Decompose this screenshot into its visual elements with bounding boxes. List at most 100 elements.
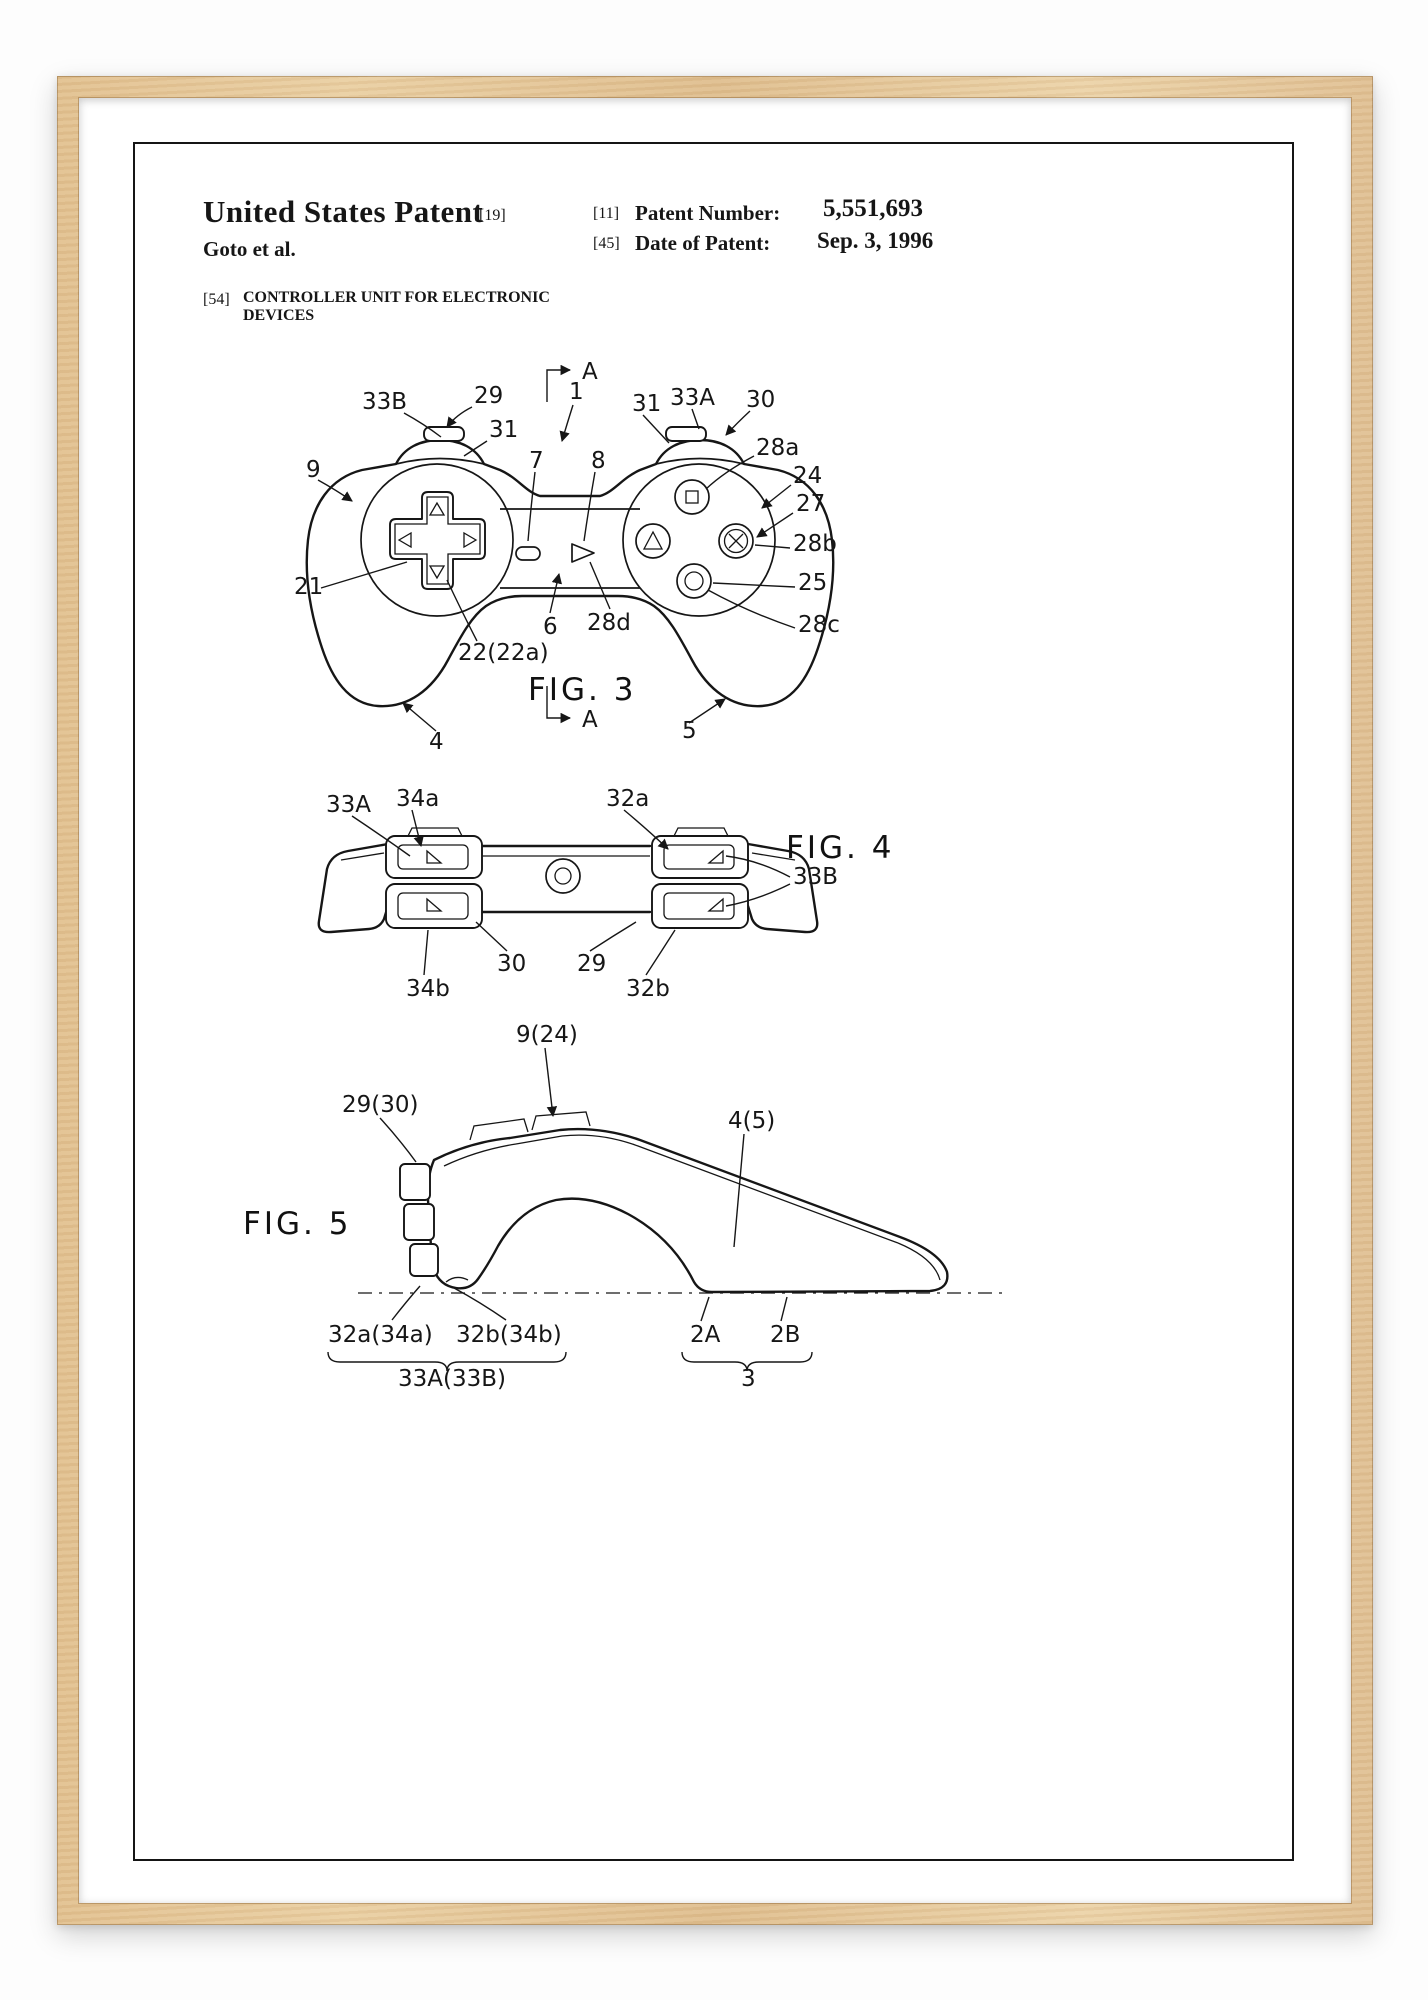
- leader-29-30: [379, 1117, 417, 1163]
- fig3-ref-8: 8: [591, 448, 606, 474]
- leader-28b: [754, 544, 791, 549]
- fig3-ref-25: 25: [798, 570, 827, 596]
- right-wing-seam: [751, 852, 796, 861]
- right-shoulder-seam: [655, 457, 745, 465]
- fig3-ref-31-left: 31: [489, 417, 518, 443]
- fig3-ref-27: 27: [796, 491, 825, 517]
- leader-31-left: [463, 440, 488, 457]
- underbrace-33A-33B: [327, 1351, 567, 1372]
- shoulder-button-R1: [651, 835, 749, 879]
- fig5-ref-32a-34a: 32a(34a): [328, 1322, 433, 1348]
- inventors: Goto et al.: [203, 237, 296, 261]
- leader-9-24: [544, 1047, 558, 1118]
- triangle-glyph: [642, 530, 664, 550]
- leader-33B: [403, 412, 442, 438]
- patent-number: 5,551,693: [823, 195, 923, 222]
- patent-date-label: Date of Patent:: [635, 231, 771, 255]
- leader-2B: [780, 1296, 788, 1322]
- fig3-ref-28b: 28b: [793, 531, 837, 557]
- L2-glyph: [426, 897, 443, 912]
- fig5-ref-9-24: 9(24): [516, 1022, 578, 1048]
- leader-32b-34b: [453, 1287, 507, 1321]
- fig5-leader-lines: [327, 1047, 813, 1372]
- cross-glyph-circle: [723, 528, 749, 554]
- patent-date: Sep. 3, 1996: [817, 228, 934, 253]
- fig3-ref-30: 30: [746, 387, 775, 413]
- bridge-outline: [480, 844, 652, 914]
- fig4-ref-30: 30: [497, 951, 526, 977]
- fig5-label: FIG. 5: [243, 1206, 351, 1242]
- kind-code: [19]: [479, 207, 506, 224]
- fig3-ref-31-right: 31: [632, 391, 661, 417]
- leader-22: [446, 579, 478, 642]
- fig3-ref-1: 1: [569, 379, 584, 405]
- fig3: A A 33B 29 31 9 1 7 8 31 33A 30: [294, 359, 840, 755]
- fig3-ref-33A: 33A: [670, 385, 715, 411]
- leader-30: [475, 921, 508, 952]
- dpad-ring: [360, 463, 514, 617]
- leader-33B-lower: [725, 883, 791, 907]
- shoulder-button-L1-cap: [397, 844, 469, 870]
- left-action-button: [635, 523, 671, 559]
- underbrace-3: [681, 1351, 813, 1372]
- fig4: 33A 34a 32a FIG. 4 33B 34b 30 29 32b: [317, 786, 894, 1002]
- side-top-button-1: [469, 1118, 529, 1141]
- left-wing-outline: [317, 842, 390, 934]
- left-shoulder-seam: [395, 457, 485, 465]
- fig3-ref-29: 29: [474, 383, 503, 409]
- fig5-labels: 9(24) 29(30) 4(5) FIG. 5 32a(34a) 32b(34…: [243, 1022, 800, 1392]
- R2-glyph: [707, 897, 724, 912]
- dpad-up-arrow: [428, 501, 446, 516]
- buttons-ring: [622, 463, 776, 617]
- left-top-lip: [407, 827, 463, 837]
- leader-34b: [423, 929, 429, 976]
- fig5-ref-4-5: 4(5): [728, 1108, 775, 1134]
- square-glyph: [685, 490, 699, 504]
- fig5-ref-29-30: 29(30): [342, 1092, 418, 1118]
- fig3-labels: A A 33B 29 31 9 1 7 8 31 33A 30: [294, 359, 840, 755]
- patent-page-border: United States Patent [19] Goto et al. [1…: [133, 142, 1294, 1861]
- fig5-ref-3: 3: [741, 1366, 756, 1392]
- fig4-ref-34b: 34b: [406, 976, 450, 1002]
- R1-glyph: [707, 849, 724, 864]
- right-action-button: [718, 523, 754, 559]
- select-button: [515, 546, 541, 561]
- leader-2A: [700, 1296, 710, 1322]
- fig5-ref-32b-34b: 32b(34b): [456, 1322, 562, 1348]
- bridge-hub-outer: [545, 858, 581, 894]
- fig3-ref-28a: 28a: [756, 435, 799, 461]
- fig3-leader-lines: [317, 404, 796, 732]
- leader-21: [320, 561, 408, 589]
- invention-title: CONTROLLER UNIT FOR ELECTRONIC DEVICES: [243, 289, 550, 324]
- bottom-action-button: [676, 563, 712, 599]
- side-inner-line: [443, 1134, 899, 1244]
- fig5-ref-2A: 2A: [690, 1322, 721, 1348]
- side-body-outline: [426, 1127, 949, 1294]
- controller-body-outline: [305, 438, 835, 708]
- dpad-left-arrow: [397, 531, 412, 549]
- shoulder-button-L2-cap: [397, 892, 469, 920]
- fig4-ref-29: 29: [577, 951, 606, 977]
- right-shoulder-tab: [665, 426, 707, 442]
- fig3-ref-21: 21: [294, 574, 323, 600]
- circle-glyph: [684, 571, 704, 591]
- fig4-ref-32b: 32b: [626, 976, 670, 1002]
- leader-33B-upper: [725, 855, 791, 878]
- section-line-top: [546, 364, 572, 402]
- leader-30: [725, 410, 751, 436]
- cross-glyph: [728, 533, 744, 549]
- leader-32a: [623, 809, 669, 850]
- leader-27: [756, 512, 794, 538]
- leader-6: [549, 572, 562, 614]
- patent-title: United States Patent: [203, 194, 484, 229]
- leader-28a: [705, 455, 755, 490]
- patent-drawing: A A 33B 29 31 9 1 7 8 31 33A 30: [243, 359, 1005, 1392]
- fig3-section-a-top: A: [582, 359, 598, 385]
- leader-24: [761, 484, 792, 509]
- fig4-controller-front-view: [317, 827, 819, 934]
- fig3-ref-22: 22(22a): [458, 640, 549, 666]
- fig3-ref-7: 7: [529, 448, 544, 474]
- fig4-label: FIG. 4: [786, 830, 894, 866]
- fig4-ref-33B: 33B: [793, 864, 838, 890]
